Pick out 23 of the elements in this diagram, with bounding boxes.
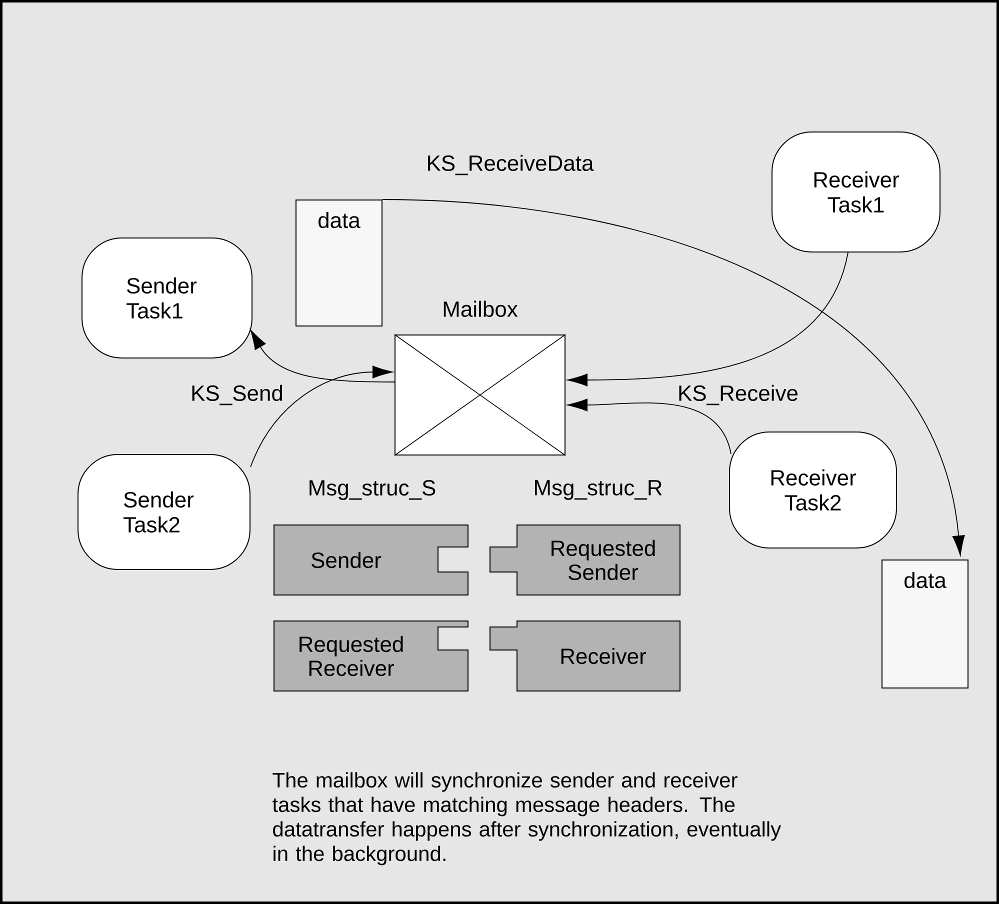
task-node: Receiver Task2 [729,432,897,548]
text-label: Msg_struc_S [310,480,436,500]
task-node: Sender Task2 [78,454,250,570]
task-node: Receiver Task1 [772,132,940,252]
arrow [250,330,395,382]
text-label: KS_Send [192,384,282,406]
mailbox-box: Mailbox [394,300,566,456]
header-piece: Sender [274,524,468,596]
text-label: Msg_struc_R [535,480,662,500]
text-label: KS_Receive [679,384,798,406]
edge-label: KS_ReceiveData [428,154,594,176]
arrow [567,398,732,454]
data-box: data [296,200,382,326]
node-label: Mailbox [444,300,518,317]
header-piece: Receiver [490,620,680,692]
data-box: data [882,560,968,688]
task-node: Sender Task1 [82,238,252,358]
header-piece: Requested Sender [490,524,680,596]
arrow [250,366,393,468]
header-piece: Requested Receiver [274,620,468,692]
arrow [382,199,965,556]
caption: The mailbox will synchronize sender and receiver tasks that have matching message headers. The datatransfer happens after synchronization, eventually in the background. [272,772,782,866]
arrow [567,252,848,386]
